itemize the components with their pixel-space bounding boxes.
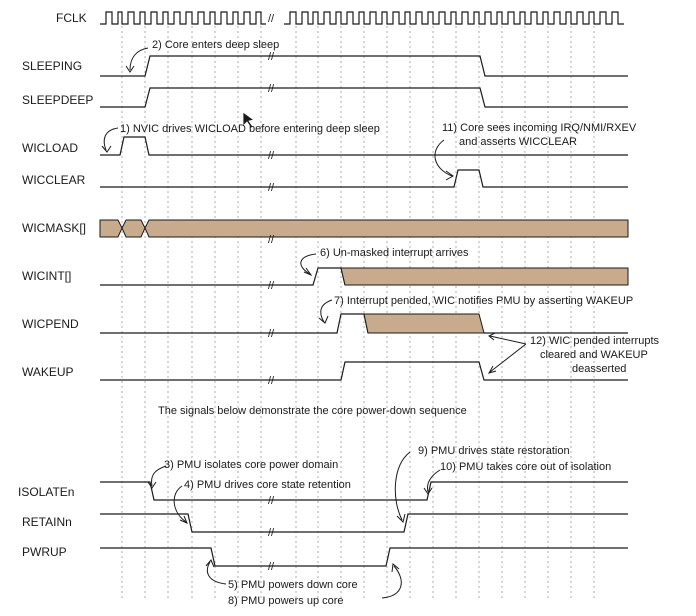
arrow-8 <box>381 565 402 599</box>
annotation-10: 10) PMU takes core out of isolation <box>440 461 611 473</box>
arrow-7-head <box>318 315 329 324</box>
arrow-2 <box>129 47 149 71</box>
arrow-2-head <box>125 65 135 73</box>
label-wakeup: WAKEUP <box>22 365 74 379</box>
label-wicload: WICLOAD <box>22 141 78 155</box>
break-mark: // <box>268 527 275 539</box>
annotation-1: 1) NVIC drives WICLOAD before entering d… <box>120 123 380 135</box>
break-mark: // <box>268 150 275 162</box>
arrow-5 <box>206 561 227 585</box>
wave-wicmask: // <box>99 219 629 246</box>
break-mark: // <box>268 561 275 573</box>
label-wicint: WICINT[] <box>22 269 71 283</box>
arrow-10-head <box>423 487 433 495</box>
label-isolaten: ISOLATEn <box>18 485 74 499</box>
wave-wicload: // <box>100 136 628 162</box>
break-mark: // <box>268 280 275 292</box>
arrow-12a-head <box>488 332 496 341</box>
arrow-3 <box>151 465 167 487</box>
arrow-12b-head <box>487 365 497 374</box>
label-retainn: RETAINn <box>22 515 72 529</box>
arrow-8-head <box>391 563 400 573</box>
break-mark: // <box>268 328 275 340</box>
grid-lines <box>121 26 595 600</box>
label-fclk: FCLK <box>56 11 87 25</box>
annotation-11-line2: and asserts WICCLEAR <box>459 136 577 148</box>
arrow-12a <box>489 335 527 345</box>
break-mark: // <box>268 13 275 25</box>
annotation-11-line1: 11) Core sees incoming IRQ/NMI/RXEV <box>442 122 637 134</box>
label-pwrup: PWRUP <box>22 545 67 559</box>
wave-sleeping: // <box>100 51 628 77</box>
annotation-4: 4) PMU drives core state retention <box>184 479 351 491</box>
wave-wakeup: // <box>100 361 628 387</box>
arrow-12b <box>489 343 527 373</box>
arrow-4-head <box>179 515 188 524</box>
wave-wicclear: // <box>100 169 628 194</box>
arrow-11-head <box>445 170 454 181</box>
annotation-3: 3) PMU isolates core power domain <box>164 459 338 471</box>
mouse-cursor-icon <box>242 111 255 129</box>
wave-retainn: // <box>100 513 628 539</box>
annotation-6: 6) Un-masked interrupt arrives <box>320 247 469 259</box>
wave-fclk: // <box>100 11 624 25</box>
annotations: 2) Core enters deep sleep 1) NVIC drives… <box>120 39 660 607</box>
annotation-2: 2) Core enters deep sleep <box>152 39 279 51</box>
wave-pwrup: // <box>100 547 628 573</box>
break-mark: // <box>268 83 275 95</box>
label-sleepdeep: SLEEPDEEP <box>22 93 93 107</box>
arrow-1 <box>103 127 119 151</box>
break-mark: // <box>268 182 275 194</box>
wave-isolaten: // <box>100 481 628 507</box>
wave-sleepdeep: // <box>100 83 628 108</box>
annotation-12-line1: 12) WIC pended interrupts <box>530 335 660 347</box>
arrow-11 <box>434 139 453 177</box>
break-mark: // <box>268 234 275 246</box>
annotation-7: 7) Interrupt pended, WIC notifies PMU by… <box>334 295 633 307</box>
arrow-9-head <box>396 513 406 523</box>
wave-wicint: // <box>100 267 629 292</box>
signal-labels: FCLK SLEEPING SLEEPDEEP WICLOAD WICCLEAR… <box>18 11 93 559</box>
arrow-9 <box>394 451 411 521</box>
label-wicmask: WICMASK[] <box>22 221 86 235</box>
wave-wicpend: // <box>100 313 628 340</box>
label-wicpend: WICPEND <box>22 317 79 331</box>
arrow-1-head <box>101 145 112 153</box>
arrow-6-head <box>303 267 313 277</box>
label-sleeping: SLEEPING <box>22 59 82 73</box>
break-mark: // <box>268 375 275 387</box>
arrow-3-head <box>147 481 157 489</box>
annotation-9: 9) PMU drives state restoration <box>418 445 570 457</box>
annotation-5: 5) PMU powers down core <box>228 579 358 591</box>
arrow-6 <box>300 253 317 275</box>
annotation-arrows <box>101 47 527 599</box>
annotation-12-line3: deasserted <box>572 363 626 375</box>
break-mark: // <box>268 495 275 507</box>
annotation-12-line2: cleared and WAKEUP <box>540 349 648 361</box>
arrow-7 <box>320 299 333 323</box>
annotation-8: 8) PMU powers up core <box>228 595 344 607</box>
arrow-5-head <box>205 559 215 568</box>
arrow-4 <box>173 485 187 523</box>
arrow-10 <box>427 469 441 493</box>
break-mark: // <box>268 51 275 63</box>
label-wicclear: WICCLEAR <box>22 173 86 187</box>
section-note: The signals below demonstrate the core p… <box>158 405 467 417</box>
